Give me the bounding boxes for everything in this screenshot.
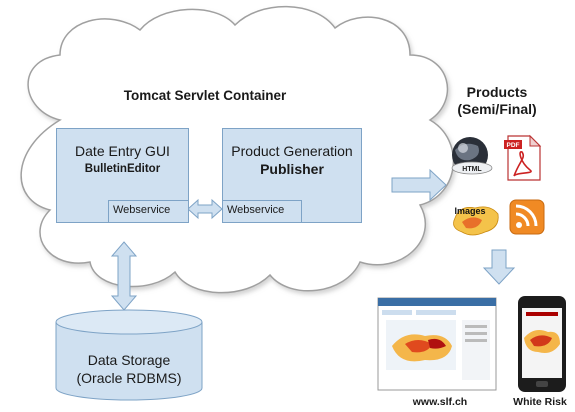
editor-component: BulletinEditor [84, 163, 161, 175]
data-storage-cylinder [55, 309, 203, 401]
html-globe-icon: HTML [451, 137, 493, 175]
website-caption: www.slf.ch [412, 396, 468, 408]
pdf-icon: PDF [504, 134, 542, 181]
website-screenshot [377, 297, 497, 391]
pdf-icon-label: PDF [507, 142, 520, 149]
mobile-caption: White Risk [513, 396, 567, 408]
container-title: Tomcat Servlet Container [123, 88, 287, 103]
editor-webservice: Webservice [108, 200, 189, 223]
publisher-webservice: Webservice [222, 200, 302, 223]
mobile-phone [518, 296, 566, 392]
html-icon-label: HTML [462, 166, 482, 173]
products-title: Products [466, 84, 528, 100]
products-subtitle: (Semi/Final) [457, 101, 537, 117]
publisher-component: Publisher [260, 161, 324, 177]
storage-title: Data Storage [87, 352, 171, 368]
arrow-to-outputs [482, 249, 516, 285]
arrow-to-products [391, 168, 447, 202]
publisher-title: Product Generation [231, 143, 353, 159]
editor-title: Date Entry GUI [75, 143, 170, 159]
images-icon-label: Images [454, 206, 485, 216]
storage-subtitle: (Oracle RDBMS) [76, 370, 182, 386]
rss-icon [509, 199, 545, 235]
images-icon: Images [453, 206, 499, 236]
